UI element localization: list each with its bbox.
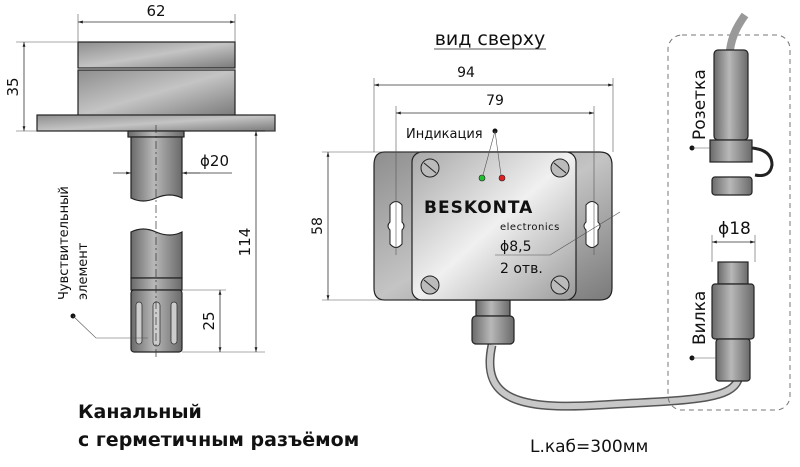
- plug-label: Вилка: [690, 291, 710, 345]
- probe-lower: [130, 228, 183, 279]
- cable: [487, 344, 741, 410]
- hole-diameter: ϕ8,5: [500, 239, 532, 255]
- cable-length: L.каб=300мм: [530, 437, 648, 457]
- dim-62: 62: [146, 2, 165, 20]
- dim-79: 79: [486, 93, 504, 109]
- dim-114: 114: [236, 228, 254, 257]
- lid: [411, 151, 577, 301]
- mount-slot-right: [583, 201, 601, 248]
- dim-58: 58: [310, 217, 326, 235]
- socket: [713, 49, 749, 141]
- brand-sub: electronics: [500, 222, 560, 233]
- element-label-line1: Чувствительный: [57, 186, 72, 300]
- head-body: [77, 69, 236, 117]
- dim-35: 35: [4, 77, 22, 96]
- top-view: вид сверху BESKONTA electronics 94 79 5: [310, 28, 743, 457]
- head-cap: [77, 41, 236, 69]
- dim-94: 94: [457, 65, 475, 81]
- caption-line2: с герметичным разъёмом: [78, 429, 359, 451]
- element-label-line2: элемент: [76, 242, 91, 300]
- dim-phi18: ϕ18: [718, 219, 751, 239]
- led-green-icon: [478, 174, 486, 182]
- brand-logo: BESKONTA: [424, 198, 533, 218]
- sensor-side-view: 62 35 ϕ20 114 25 Чувствительный элемент: [4, 2, 276, 360]
- cable-gland: [471, 315, 515, 345]
- socket-cap: [711, 176, 753, 196]
- caption-line1: Канальный: [78, 401, 202, 423]
- dim-phi20: ϕ20: [200, 152, 229, 170]
- led-red-icon: [498, 174, 506, 182]
- connector-view: Розетка ϕ18 Вилка: [667, 12, 791, 411]
- hole-count: 2 отв.: [500, 261, 543, 277]
- indication-label: Индикация: [406, 127, 483, 142]
- dim-25: 25: [200, 311, 218, 330]
- probe-ring: [130, 277, 183, 291]
- plug: [711, 283, 755, 340]
- top-view-title: вид сверху: [435, 28, 546, 50]
- probe-upper: [130, 136, 183, 202]
- socket-label: Розетка: [690, 69, 710, 140]
